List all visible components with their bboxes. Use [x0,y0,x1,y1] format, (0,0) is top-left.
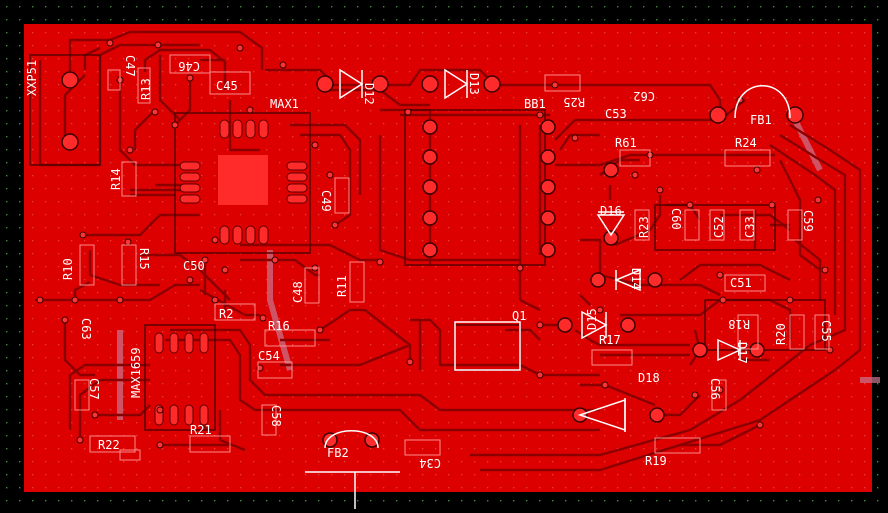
label-r18: R18 [728,317,750,331]
label-r15: R15 [137,248,151,270]
label-d15: D15 [585,308,599,330]
label-r19: R19 [645,454,667,468]
copper-grid [24,24,872,492]
xxp51-header-outline [29,54,101,166]
label-max1659: MAX1659 [129,347,143,398]
label-r17: R17 [599,333,621,347]
label-c59: C59 [801,210,815,232]
label-d13: D13 [467,73,481,95]
label-d12: D12 [362,83,376,105]
label-c34: C34 [419,456,441,470]
label-r13: R13 [139,78,153,100]
label-c46: C46 [178,59,200,73]
component-labels: XXP51 C47 R13 C46 C45 MAX1 D12 D13 BB1 R… [25,55,833,470]
label-r16: R16 [268,319,290,333]
label-c56: C56 [708,378,722,400]
label-r11: R11 [335,275,349,297]
label-c47: C47 [123,55,137,77]
label-r25: R25 [563,95,585,109]
label-r14: R14 [109,168,123,190]
label-c50: C50 [183,259,205,273]
label-xxp51: XXP51 [25,60,39,96]
label-r23: R23 [637,216,651,238]
label-r10: R10 [61,258,75,280]
label-c49: C49 [319,190,333,212]
label-d14: D14 [629,268,643,290]
label-c57: C57 [87,378,101,400]
label-c58: C58 [269,405,283,427]
label-c52: C52 [712,216,726,238]
label-fb1: FB1 [750,113,772,127]
label-c62: C62 [633,89,655,103]
label-r61: R61 [615,136,637,150]
label-d16: D16 [600,204,622,218]
label-c48: C48 [291,281,305,303]
label-r20: R20 [774,323,788,345]
label-d17: D17 [735,342,749,364]
label-r21: R21 [190,423,212,437]
label-c63: C63 [79,318,93,340]
silkscreen-outlines [74,54,830,461]
through-hole-pads[interactable] [61,71,804,448]
label-c33: C33 [743,216,757,238]
label-c55: C55 [819,320,833,342]
max1-thermal-pad[interactable] [218,155,268,205]
label-fb2: FB2 [327,446,349,460]
smd-pads[interactable] [154,119,308,426]
label-q1: Q1 [512,309,526,323]
label-r24: R24 [735,136,757,150]
label-max1: MAX1 [270,97,299,111]
label-c51: C51 [730,276,752,290]
label-d18: D18 [638,371,660,385]
label-r22: R22 [98,438,120,452]
label-c60: C60 [669,208,683,230]
label-bb1: BB1 [524,97,546,111]
silkscreen-parts [305,68,791,509]
label-c45: C45 [216,79,238,93]
label-c53: C53 [605,107,627,121]
label-c54: C54 [258,349,280,363]
label-r2: R2 [219,307,233,321]
vias [36,39,834,449]
